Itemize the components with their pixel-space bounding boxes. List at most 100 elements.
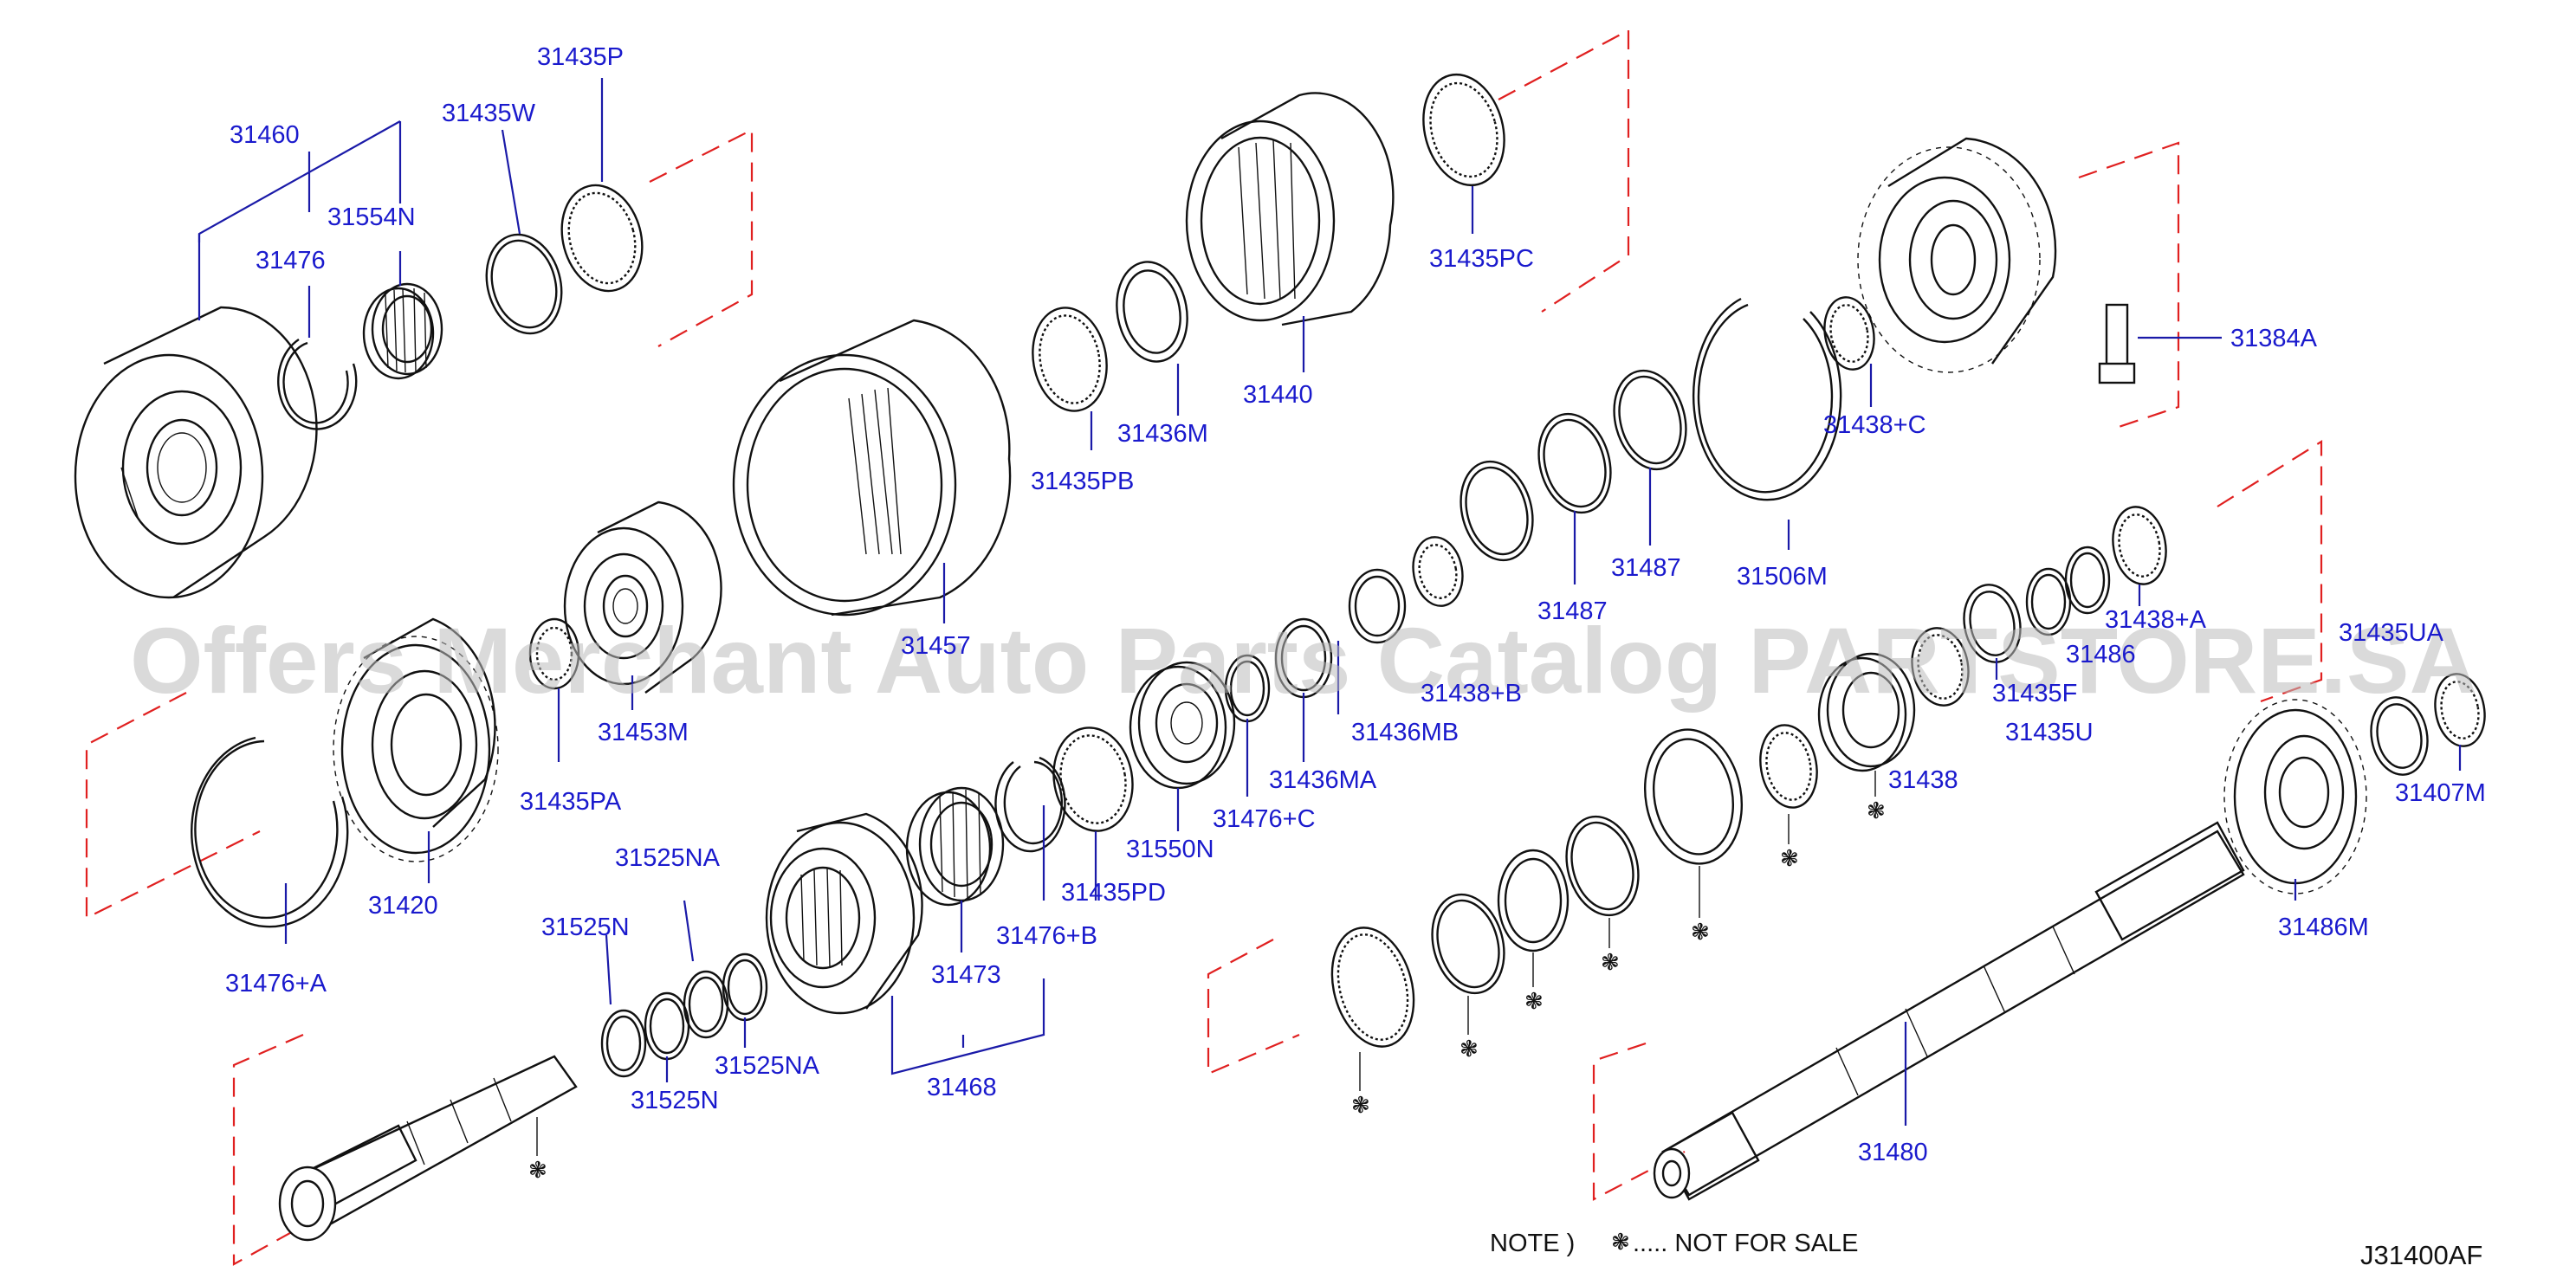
part-labels: 31460 31435P 31435W 31554N 31476 31435PC… xyxy=(225,43,2486,1166)
clutch-drum-31457 xyxy=(732,319,1012,617)
snap-ring-31476 xyxy=(277,338,358,430)
snap-ring-31506M xyxy=(1692,297,1842,501)
label-31384A: 31384A xyxy=(2230,325,2318,352)
seal-ring-31525NA-b xyxy=(683,970,729,1039)
leader-lines xyxy=(197,78,2462,1126)
label-31438B: 31438+B xyxy=(1421,680,1522,707)
thrust-bearing-not-for-sale-f xyxy=(1759,724,1818,809)
label-31435PD: 31435PD xyxy=(1061,879,1166,907)
seal-ring-not-for-sale-b xyxy=(1431,893,1505,995)
nfs-marker-5: ❃ xyxy=(1601,950,1620,976)
label-31435W: 31435W xyxy=(442,100,536,127)
snap-ring-31476A xyxy=(191,736,349,928)
washer-31435UA xyxy=(2370,696,2429,776)
label-31438: 31438 xyxy=(1888,766,1958,794)
bearing-31438 xyxy=(1817,652,1916,772)
seal-ring-not-for-sale-d xyxy=(1565,815,1640,917)
bearing-31435U xyxy=(1911,627,1970,707)
not-for-sale-markers: ❃ ❃ ❃ ❃ ❃ ❃ ❃ ❃ xyxy=(528,771,1886,1184)
label-31525NA-top: 31525NA xyxy=(615,844,721,872)
nfs-marker-7: ❃ xyxy=(1780,846,1799,872)
label-31468: 31468 xyxy=(927,1074,997,1101)
output-shaft-31480 xyxy=(1653,821,2245,1201)
thrust-bearing-31435PB xyxy=(1032,307,1108,412)
phantom-lines xyxy=(85,29,2323,1266)
label-31525NA-bottom: 31525NA xyxy=(715,1052,820,1080)
thrust-washer-31435W xyxy=(485,233,563,335)
thrust-bearing-31435P xyxy=(560,184,644,293)
label-31435PA: 31435PA xyxy=(520,788,622,816)
label-31487-a: 31487 xyxy=(1611,554,1681,582)
label-31436MB: 31436MB xyxy=(1351,719,1459,746)
nfs-marker-8: ❃ xyxy=(1867,798,1886,824)
label-31435PB: 31435PB xyxy=(1031,468,1134,495)
label-31486M: 31486M xyxy=(2278,914,2369,941)
label-31480: 31480 xyxy=(1858,1139,1928,1166)
carrier-31453M xyxy=(563,500,722,694)
thrust-bearing-31435PC xyxy=(1422,73,1505,187)
snap-ring-31476B xyxy=(994,756,1066,853)
label-31438C: 31438+C xyxy=(1823,411,1926,439)
label-31460: 31460 xyxy=(230,121,300,149)
label-31435UA: 31435UA xyxy=(2339,619,2444,647)
note-text: ..... NOT FOR SALE xyxy=(1633,1230,1859,1257)
thrust-washer-31436M xyxy=(1116,261,1188,363)
drum-31460 xyxy=(74,306,318,599)
label-31457: 31457 xyxy=(901,632,971,660)
label-31476C: 31476+C xyxy=(1213,805,1316,833)
label-31420: 31420 xyxy=(368,892,438,920)
nfs-marker-3: ❃ xyxy=(1460,1036,1479,1062)
washer-31436MB xyxy=(1348,568,1407,644)
ring-gear-31420 xyxy=(333,617,499,862)
label-31435U: 31435U xyxy=(2005,719,2094,746)
nfs-marker-1: ❃ xyxy=(528,1158,547,1184)
label-31476B: 31476+B xyxy=(996,922,1097,950)
bearing-race-not-for-sale-c xyxy=(1497,849,1570,952)
footer-note: NOTE ) ❃ ..... NOT FOR SALE xyxy=(1490,1230,1859,1257)
label-31476: 31476 xyxy=(256,247,326,274)
label-31435F: 31435F xyxy=(1992,680,2077,707)
label-31476A: 31476+A xyxy=(225,970,327,998)
needle-bearing-not-for-sale-e xyxy=(1643,728,1744,865)
gear-31486M xyxy=(2223,699,2367,894)
nfs-marker-2: ❃ xyxy=(1351,1093,1370,1119)
thrust-bearing-31435PA xyxy=(528,617,580,690)
drawing-code: J31400AF xyxy=(2360,1240,2482,1270)
bolt-31384A xyxy=(2098,303,2136,384)
label-31525N-top: 31525N xyxy=(541,914,630,941)
nfs-marker-6: ❃ xyxy=(1691,920,1710,946)
thrust-washer-not-for-sale-a xyxy=(1330,927,1415,1048)
seal-ring-31487-a xyxy=(1613,369,1687,471)
bearing-31473 xyxy=(905,786,1005,907)
thrust-bearing-31438A xyxy=(2112,506,2167,585)
washer-31435F xyxy=(1963,584,2022,663)
label-31525N-bottom: 31525N xyxy=(631,1087,719,1114)
input-shaft xyxy=(278,1055,578,1242)
needle-bearing-31554N xyxy=(362,282,443,380)
label-31436MA: 31436MA xyxy=(1269,766,1377,794)
drum-gear-31486 xyxy=(1857,137,2057,373)
label-31436M: 31436M xyxy=(1117,420,1208,448)
label-31438A: 31438+A xyxy=(2105,606,2207,634)
label-31407M: 31407M xyxy=(2395,779,2486,807)
note-symbol: ❃ xyxy=(1611,1230,1630,1256)
label-31550N: 31550N xyxy=(1126,836,1214,863)
thrust-bearing-31438B xyxy=(1412,536,1464,607)
label-31506M: 31506M xyxy=(1737,563,1828,591)
seal-ring-31487-b xyxy=(1537,412,1612,514)
label-31554N: 31554N xyxy=(327,203,416,231)
label-31486: 31486 xyxy=(2066,641,2136,668)
note-prefix: NOTE ) xyxy=(1490,1230,1575,1257)
gear-hub-31468 xyxy=(765,812,923,1015)
label-31487-b: 31487 xyxy=(1537,597,1608,625)
seal-ring-31525N-a xyxy=(644,991,690,1061)
seal-ring-31486-b xyxy=(2064,546,2111,615)
label-31473: 31473 xyxy=(931,961,1001,989)
label-31440: 31440 xyxy=(1243,381,1313,409)
nfs-marker-4: ❃ xyxy=(1524,989,1544,1015)
label-31453M: 31453M xyxy=(598,719,689,746)
watermark: Offers Merchant Auto Parts Catalog PARTS… xyxy=(130,608,2477,713)
label-31435P: 31435P xyxy=(537,43,624,71)
seal-ring-31525NA-a xyxy=(722,952,768,1022)
